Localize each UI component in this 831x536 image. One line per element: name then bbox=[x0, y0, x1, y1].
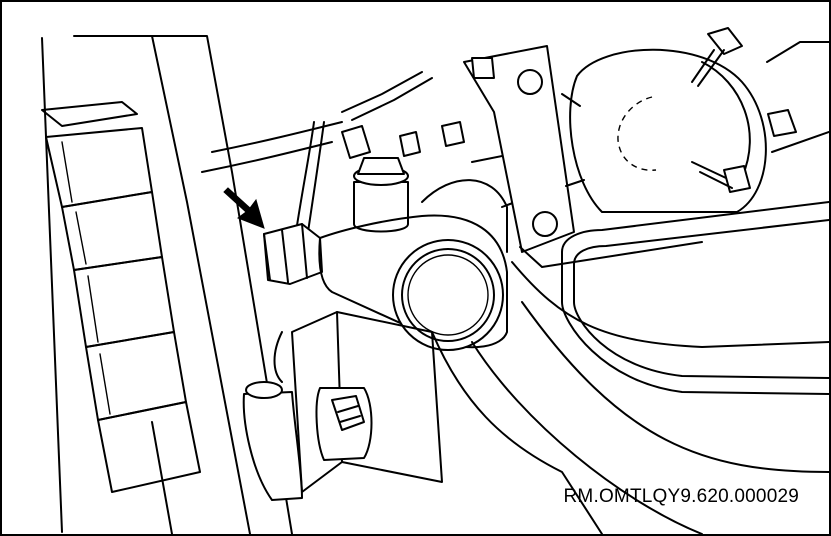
hose-fitting bbox=[263, 223, 323, 285]
fuel-lines bbox=[201, 71, 433, 233]
radiator-frame bbox=[41, 35, 293, 534]
reference-code: RM.OMTLQY9.620.000029 bbox=[563, 486, 799, 507]
hose-clips bbox=[341, 121, 465, 159]
valve-housing bbox=[318, 151, 543, 351]
frame-tubes bbox=[431, 201, 829, 534]
lower-housing bbox=[242, 311, 443, 501]
pointer-arrow bbox=[223, 187, 265, 229]
round-component bbox=[561, 27, 829, 213]
mounting-bracket bbox=[463, 45, 703, 268]
